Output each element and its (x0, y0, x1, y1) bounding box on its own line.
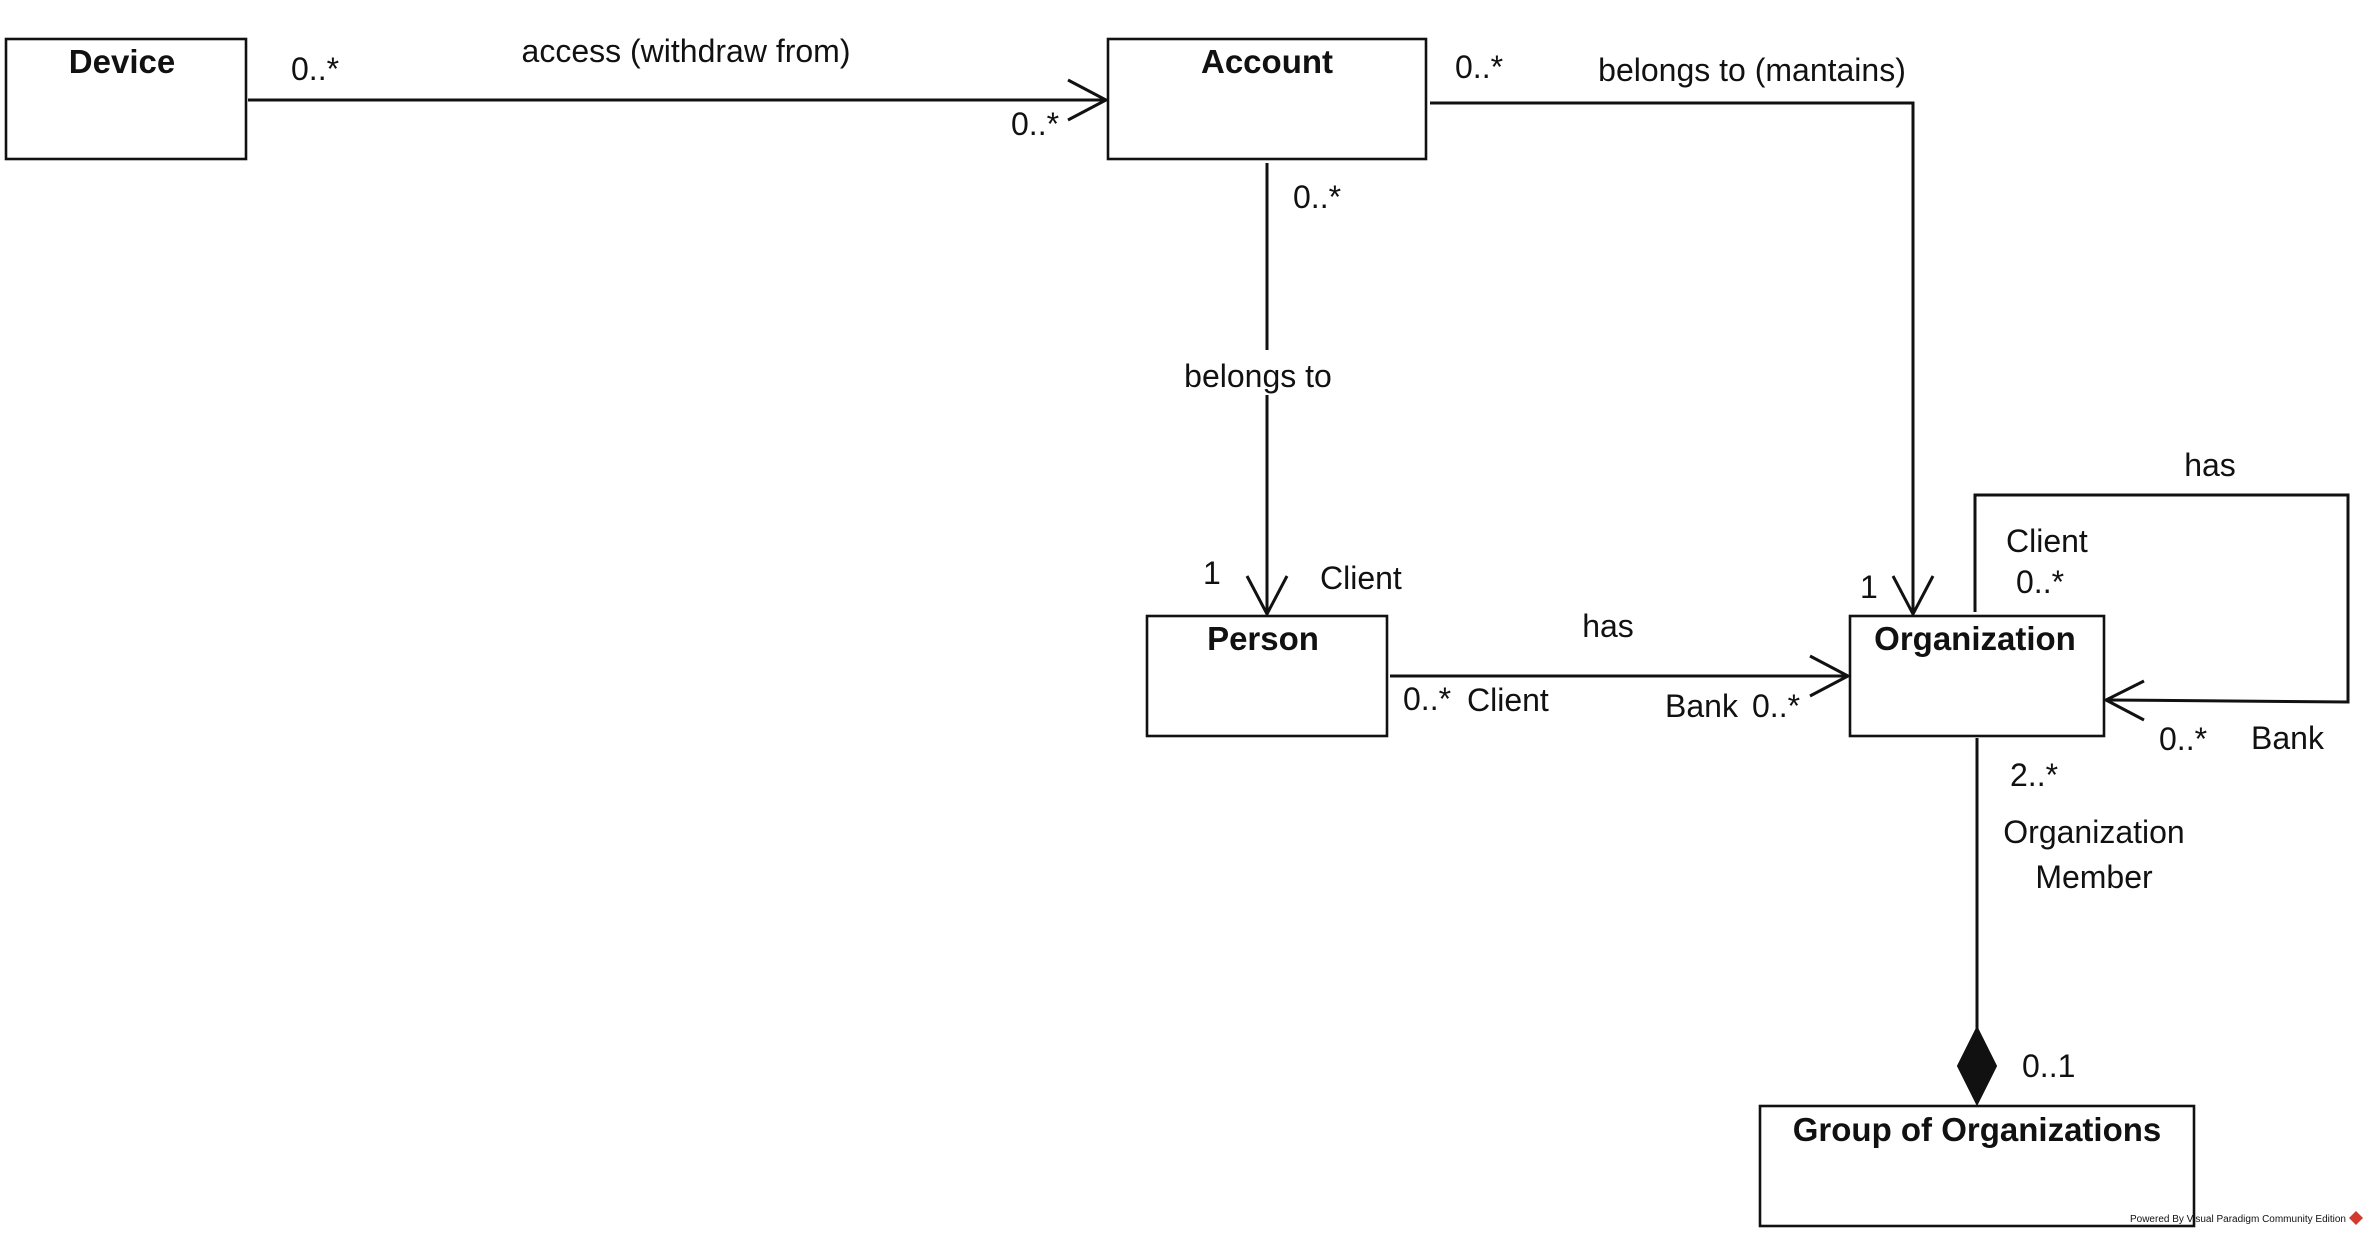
association-account-organization[interactable]: belongs to (mantains) 0..* 1 (1430, 49, 1935, 618)
multiplicity-account-org-organization-end: 1 (1860, 569, 1878, 605)
association-organization-self-line (1973, 493, 2350, 704)
arrowhead-person-org-icon (1809, 654, 1852, 698)
multiplicity-org-self-bank-end: 0..* (2159, 721, 2207, 757)
role-account-person-client: Client (1320, 560, 1402, 596)
arrowhead-account-icon (1067, 78, 1110, 122)
multiplicity-person-org-organization-end: 0..* (1752, 688, 1800, 724)
class-group-box (1758, 1104, 2196, 1228)
association-device-account[interactable]: access (withdraw from) 0..* 0..* (248, 33, 1110, 142)
role-org-self-bank: Bank (2251, 720, 2325, 756)
class-account-name: Account (1201, 43, 1333, 80)
class-person-name: Person (1207, 620, 1319, 657)
watermark: Powered By Visual Paradigm Community Edi… (2130, 1211, 2363, 1225)
multiplicity-account-end: 0..* (1011, 106, 1059, 142)
arrowhead-person-icon (1245, 575, 1289, 618)
role-person-org-client: Client (1467, 682, 1549, 718)
association-person-organization[interactable]: has 0..* Client Bank 0..* (1390, 608, 1852, 724)
class-group-name: Group of Organizations (1793, 1111, 2162, 1148)
association-device-account-name: access (withdraw from) (522, 33, 851, 69)
multiplicity-account-person-account-end: 0..* (1293, 179, 1341, 215)
class-group-of-organizations[interactable]: Group of Organizations (1758, 1104, 2196, 1228)
multiplicity-org-self-client-end: 0..* (2016, 564, 2064, 600)
association-account-person[interactable]: belongs to 0..* 1 Client (1184, 163, 1402, 618)
role-org-group-member-line1: Organization (2003, 814, 2184, 850)
class-account-box (1106, 37, 1428, 161)
association-person-organization-name: has (1582, 608, 1634, 644)
arrowhead-organization-icon (1891, 575, 1935, 618)
multiplicity-org-group-group-end: 0..1 (2022, 1048, 2075, 1084)
composition-diamond-icon (1956, 1025, 1998, 1107)
multiplicity-account-org-account-end: 0..* (1455, 49, 1503, 85)
class-organization[interactable]: Organization (1848, 614, 2106, 738)
role-org-group-member-line2: Member (2035, 859, 2153, 895)
multiplicity-account-person-person-end: 1 (1203, 555, 1221, 591)
composition-organization-group[interactable]: 2..* Organization Member 0..1 (1956, 738, 2185, 1107)
arrowhead-org-self-icon (2102, 679, 2145, 722)
association-organization-self-name: has (2184, 447, 2236, 483)
class-device-box (4, 37, 248, 161)
watermark-text: Powered By Visual Paradigm Community Edi… (2130, 1214, 2346, 1225)
visual-paradigm-logo-icon (2349, 1211, 2363, 1225)
class-device[interactable]: Device (4, 37, 248, 161)
class-device-name: Device (69, 43, 175, 80)
class-organization-name: Organization (1874, 620, 2076, 657)
role-org-self-client: Client (2006, 523, 2088, 559)
association-account-organization-name: belongs to (mantains) (1598, 52, 1906, 88)
multiplicity-org-group-member-end: 2..* (2010, 757, 2058, 793)
association-account-person-name: belongs to (1184, 358, 1332, 394)
class-organization-box (1848, 614, 2106, 738)
multiplicity-person-org-person-end: 0..* (1403, 681, 1451, 717)
association-account-organization-line (1430, 101, 1915, 614)
association-organization-self[interactable]: has Client 0..* 0..* Bank (1973, 447, 2350, 757)
class-person[interactable]: Person (1145, 614, 1389, 738)
role-person-org-bank: Bank (1665, 688, 1739, 724)
class-account[interactable]: Account (1106, 37, 1428, 161)
multiplicity-device-end: 0..* (291, 51, 339, 87)
